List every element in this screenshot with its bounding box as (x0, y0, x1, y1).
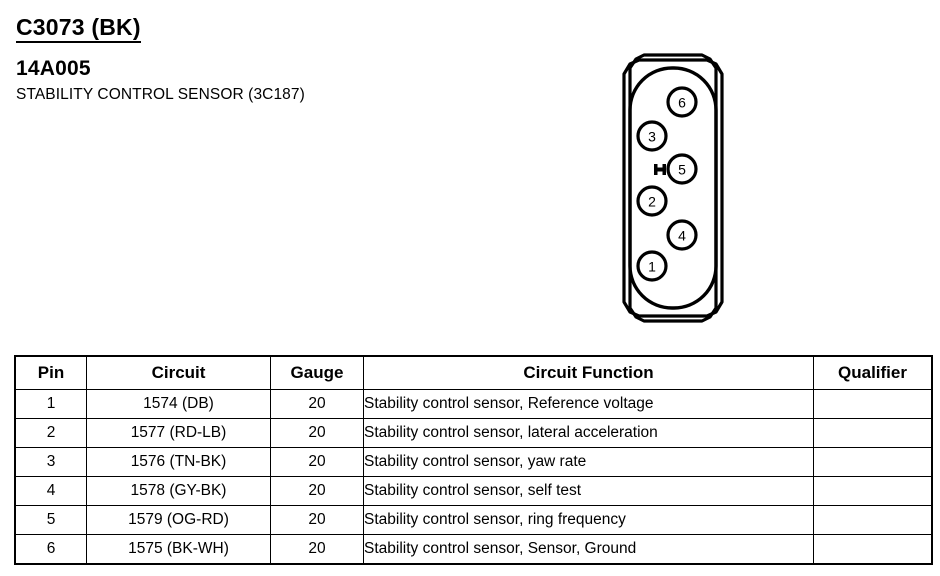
column-header-gauge: Gauge (270, 355, 364, 390)
cell-pin: 3 (14, 447, 87, 477)
pin-number-label: 3 (648, 129, 656, 145)
pin-6: 6 (666, 86, 698, 118)
connector-inner-cavity (628, 66, 718, 310)
cell-function: Stability control sensor, lateral accele… (363, 418, 814, 448)
cell-qualifier (813, 389, 933, 419)
pin-circle (636, 185, 668, 217)
cell-function: Stability control sensor, ring frequency (363, 505, 814, 535)
cell-function: Stability control sensor, yaw rate (363, 447, 814, 477)
cell-gauge: 20 (270, 476, 364, 506)
cell-qualifier (813, 505, 933, 535)
cell-circuit: 1578 (GY-BK) (86, 476, 271, 506)
pin-assignment-table: Pin Circuit Gauge Circuit Function Quali… (14, 355, 933, 565)
pin-number-label: 5 (678, 162, 686, 178)
pin-1: 1 (636, 250, 668, 282)
pin-circle (636, 120, 668, 152)
cell-circuit: 1575 (BK-WH) (86, 534, 271, 565)
connector-middle-shell (622, 58, 724, 318)
pin-circle-group: 6 3 5 2 4 1 (636, 86, 698, 282)
pin-3: 3 (636, 120, 668, 152)
cell-circuit: 1577 (RD-LB) (86, 418, 271, 448)
pin-number-label: 2 (648, 194, 656, 210)
cell-function: Stability control sensor, self test (363, 476, 814, 506)
cell-pin: 4 (14, 476, 87, 506)
table-header-row: Pin Circuit Gauge Circuit Function Quali… (14, 355, 933, 390)
connector-diagram: 6 3 5 2 4 1 (612, 46, 742, 330)
table-header: Pin Circuit Gauge Circuit Function Quali… (14, 355, 933, 390)
pin-circle (666, 219, 698, 251)
pin-number-label: 6 (678, 95, 686, 111)
component-name: STABILITY CONTROL SENSOR (3C187) (16, 86, 305, 103)
cell-circuit: 1579 (OG-RD) (86, 505, 271, 535)
cell-function: Stability control sensor, Reference volt… (363, 389, 814, 419)
pin-number-label: 1 (648, 259, 656, 275)
cell-gauge: 20 (270, 534, 364, 565)
column-header-circuit-function: Circuit Function (363, 355, 814, 390)
pin-circle (666, 86, 698, 118)
column-header-circuit: Circuit (86, 355, 271, 390)
cell-circuit: 1576 (TN-BK) (86, 447, 271, 477)
cell-qualifier (813, 534, 933, 565)
cell-gauge: 20 (270, 418, 364, 448)
pin-circle (636, 250, 668, 282)
cell-function: Stability control sensor, Sensor, Ground (363, 534, 814, 565)
column-header-pin: Pin (14, 355, 87, 390)
cell-qualifier (813, 476, 933, 506)
pin-5: 5 (666, 153, 698, 185)
connector-outer-shell (628, 53, 718, 323)
pin-circle (666, 153, 698, 185)
pin-4: 4 (666, 219, 698, 251)
cell-circuit: 1574 (DB) (86, 389, 271, 419)
part-number: 14A005 (16, 57, 91, 80)
column-header-qualifier: Qualifier (813, 355, 933, 390)
cell-qualifier (813, 418, 933, 448)
pin-2: 2 (636, 185, 668, 217)
connector-id-title: C3073 (BK) (16, 14, 141, 43)
keying-marker-icon (654, 164, 666, 175)
cell-gauge: 20 (270, 389, 364, 419)
cell-pin: 6 (14, 534, 87, 565)
cell-pin: 5 (14, 505, 87, 535)
cell-pin: 1 (14, 389, 87, 419)
cell-gauge: 20 (270, 505, 364, 535)
cell-qualifier (813, 447, 933, 477)
pin-number-label: 4 (678, 228, 686, 244)
cell-gauge: 20 (270, 447, 364, 477)
cell-pin: 2 (14, 418, 87, 448)
header-block: C3073 (BK) 14A005 STABILITY CONTROL SENS… (16, 14, 536, 104)
